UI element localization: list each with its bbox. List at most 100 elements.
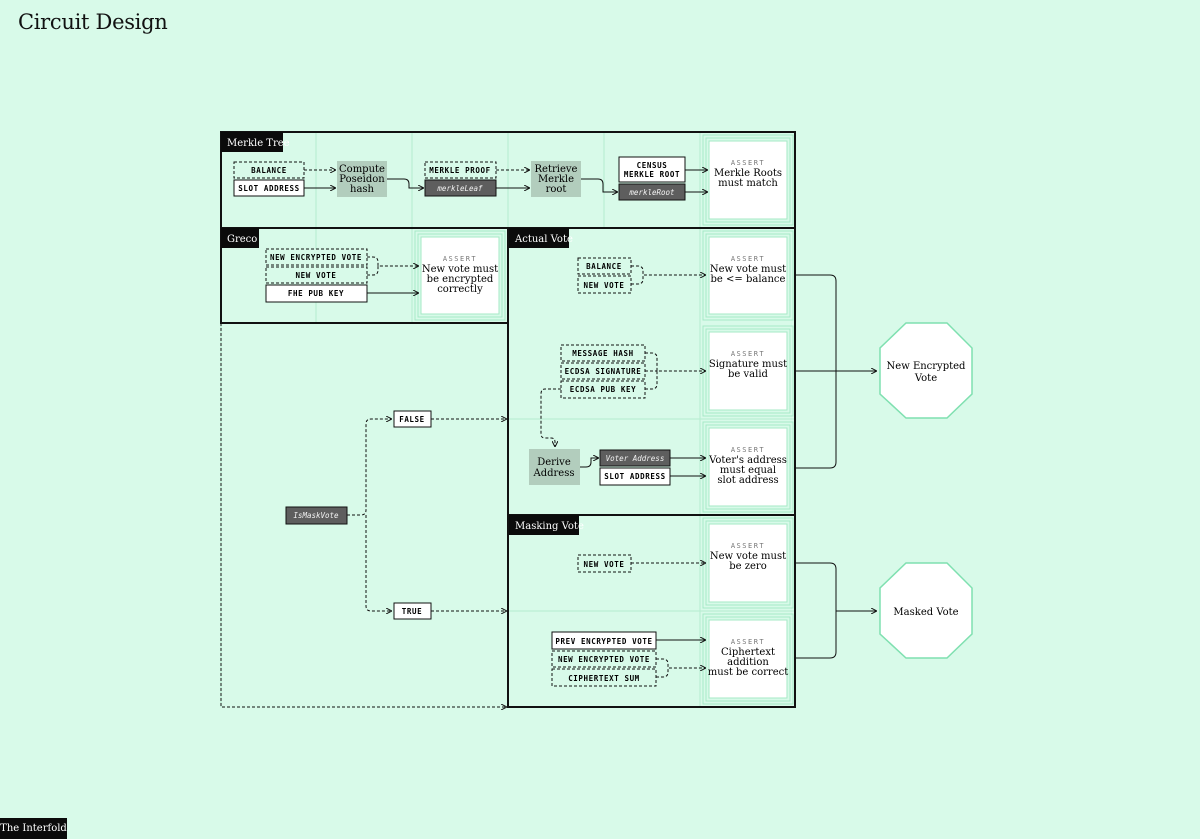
assert-label: ASSERT	[731, 638, 765, 646]
svg-text:Actual Vote: Actual Vote	[514, 234, 573, 245]
branch-false: FALSE	[393, 410, 432, 428]
process-retrieve-root: Retrieve Merkle root	[531, 161, 581, 197]
svg-text:NEW ENCRYPTED VOTE: NEW ENCRYPTED VOTE	[558, 655, 650, 664]
assert-text: must match	[718, 178, 778, 189]
assert-label: ASSERT	[731, 350, 765, 358]
svg-text:Voter Address: Voter Address	[606, 454, 665, 463]
input-new-vote-3: NEW VOTE	[577, 554, 632, 573]
svg-text:IsMaskVote: IsMaskVote	[293, 511, 339, 520]
brand-logo: The Interfold	[0, 818, 67, 839]
svg-text:Merkle Tree: Merkle Tree	[227, 138, 290, 149]
input-new-encrypted-vote: NEW ENCRYPTED VOTE	[265, 248, 368, 266]
svg-text:BALANCE: BALANCE	[586, 262, 622, 271]
svg-text:PREV ENCRYPTED VOTE: PREV ENCRYPTED VOTE	[555, 637, 652, 646]
input-prev-encrypted-vote: PREV ENCRYPTED VOTE	[551, 631, 657, 650]
input-fhe-pub-key: FHE PUB KEY	[265, 284, 368, 303]
svg-text:SLOT ADDRESS: SLOT ADDRESS	[238, 184, 299, 193]
assert-text: be valid	[728, 369, 769, 380]
input-balance-2: BALANCE	[577, 257, 632, 275]
svg-text:ECDSA PUB KEY: ECDSA PUB KEY	[570, 385, 637, 394]
assert-label: ASSERT	[731, 542, 765, 550]
value-merkle-leaf: merkleLeaf	[424, 179, 497, 197]
section-frames	[220, 131, 796, 708]
assert-label: ASSERT	[731, 255, 765, 263]
section-tab-actual: Actual Vote	[509, 228, 573, 248]
svg-text:merkleLeaf: merkleLeaf	[436, 184, 483, 193]
assert-label: ASSERT	[731, 159, 765, 167]
svg-text:CENSUS: CENSUS	[637, 161, 668, 170]
svg-text:Vote: Vote	[914, 373, 937, 384]
assert-text: be encrypted	[427, 274, 494, 285]
svg-text:root: root	[546, 184, 567, 195]
svg-text:NEW ENCRYPTED VOTE: NEW ENCRYPTED VOTE	[270, 253, 362, 262]
assert-text: be zero	[729, 561, 767, 572]
assert-text: must be correct	[708, 667, 788, 678]
process-derive-address: Derive Address	[529, 449, 580, 485]
svg-text:FALSE: FALSE	[399, 415, 425, 424]
input-ecdsa-signature: ECDSA SIGNATURE	[560, 362, 646, 380]
assert-text: Voter's address	[708, 455, 787, 466]
section-tab-masking: Masking Vote	[509, 515, 584, 535]
assert-text: New vote must	[422, 264, 498, 275]
svg-text:Derive: Derive	[537, 457, 571, 468]
section-tab-merkle: Merkle Tree	[221, 132, 290, 152]
input-new-vote: NEW VOTE	[265, 266, 368, 284]
svg-text:MESSAGE HASH: MESSAGE HASH	[572, 349, 633, 358]
assert-text: New vote must	[710, 551, 786, 562]
svg-text:Masked Vote: Masked Vote	[893, 607, 958, 618]
output-new-encrypted-vote: New Encrypted Vote	[879, 322, 973, 419]
svg-text:ECDSA SIGNATURE: ECDSA SIGNATURE	[565, 367, 642, 376]
assert-text: Signature must	[709, 359, 787, 370]
input-message-hash: MESSAGE HASH	[560, 344, 646, 362]
assert-text: addition	[727, 657, 769, 668]
input-slot-address-2: SLOT ADDRESS	[599, 467, 671, 486]
section-tab-greco: Greco	[221, 228, 259, 248]
input-new-encrypted-vote-2: NEW ENCRYPTED VOTE	[551, 650, 657, 668]
value-merkle-root: merkleRoot	[618, 183, 686, 201]
svg-text:Merkle: Merkle	[538, 174, 574, 185]
input-slot-address: SLOT ADDRESS	[233, 179, 305, 197]
svg-text:FHE PUB KEY: FHE PUB KEY	[288, 289, 344, 298]
svg-text:Compute: Compute	[339, 164, 385, 175]
svg-text:Masking Vote: Masking Vote	[515, 521, 584, 532]
assert-label: ASSERT	[731, 446, 765, 454]
svg-text:hash: hash	[350, 184, 375, 195]
svg-text:Retrieve: Retrieve	[535, 164, 578, 175]
process-poseidon: Compute Poseidon hash	[337, 161, 387, 197]
svg-text:MERKLE PROOF: MERKLE PROOF	[429, 166, 490, 175]
assert-text: be <= balance	[711, 274, 786, 285]
svg-text:NEW VOTE: NEW VOTE	[584, 281, 625, 290]
input-ciphertext-sum: CIPHERTEXT SUM	[551, 668, 657, 687]
svg-text:merkleRoot: merkleRoot	[628, 188, 675, 197]
input-ecdsa-pub-key: ECDSA PUB KEY	[560, 380, 646, 399]
branch-true: TRUE	[393, 602, 432, 620]
svg-text:MERKLE ROOT: MERKLE ROOT	[624, 170, 680, 179]
page-title: Circuit Design	[18, 10, 168, 34]
svg-text:CIPHERTEXT SUM: CIPHERTEXT SUM	[568, 674, 640, 683]
assert-text: must equal	[720, 465, 776, 476]
svg-text:New Encrypted: New Encrypted	[887, 361, 967, 372]
svg-text:NEW VOTE: NEW VOTE	[296, 271, 337, 280]
svg-text:TRUE: TRUE	[402, 607, 422, 616]
value-is-mask-vote: IsMaskVote	[285, 506, 348, 525]
assert-text: slot address	[717, 475, 778, 486]
input-new-vote-2: NEW VOTE	[577, 275, 632, 294]
svg-text:Poseidon: Poseidon	[339, 174, 385, 185]
value-voter-address: Voter Address	[599, 449, 671, 467]
svg-text:Address: Address	[533, 468, 575, 479]
output-masked-vote: Masked Vote	[879, 562, 973, 659]
assert-text: Merkle Roots	[714, 168, 782, 179]
input-merkle-proof: MERKLE PROOF	[424, 161, 497, 179]
assert-label: ASSERT	[443, 255, 477, 263]
svg-text:Greco: Greco	[227, 234, 257, 245]
svg-text:NEW VOTE: NEW VOTE	[584, 560, 625, 569]
input-census-root: CENSUS MERKLE ROOT	[618, 156, 686, 183]
